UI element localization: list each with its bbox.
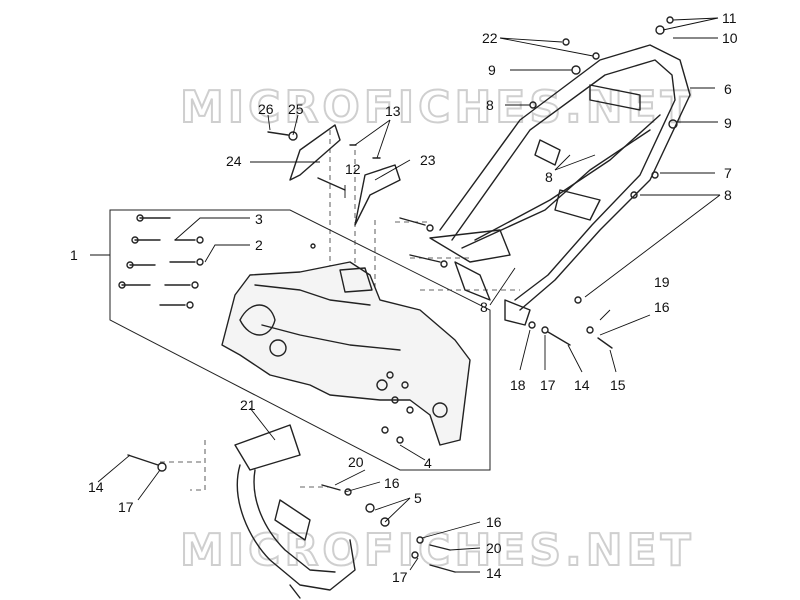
callout-20-bottom: 20 [486,540,502,556]
main-frame [429,44,691,326]
callout-14-bottom: 14 [486,565,502,581]
callout-9-left: 9 [488,62,496,78]
callout-10: 10 [722,30,738,46]
callout-15: 15 [610,377,626,393]
callout-3: 3 [255,211,263,227]
callout-8-lower: 8 [480,299,488,315]
front-frame [221,261,471,446]
callout-20-middle: 20 [348,454,364,470]
watermark-top: MICROFICHES.NET [180,82,695,133]
callout-5: 5 [414,490,422,506]
callout-18: 18 [510,377,526,393]
callout-24: 24 [226,153,242,169]
callout-1: 1 [70,247,78,263]
callout-22: 22 [482,30,498,46]
callout-8-middle: 8 [545,169,553,185]
callout-17-left: 17 [118,499,134,515]
callout-14-right: 14 [574,377,590,393]
callout-17-bottom: 17 [392,569,408,585]
callout-6: 6 [724,81,732,97]
callout-4: 4 [424,455,432,471]
callout-13: 13 [385,103,401,119]
callout-23: 23 [420,152,436,168]
callout-17-right: 17 [540,377,556,393]
callout-19: 19 [654,274,670,290]
callout-9-right: 9 [724,115,732,131]
fasteners [118,16,678,573]
callout-16-right: 16 [654,299,670,315]
callout-21: 21 [240,397,256,413]
leader-lines [90,17,721,573]
sub-frame [234,424,356,599]
callout-7: 7 [724,165,732,181]
callout-8-right: 8 [724,187,732,203]
callout-16-bottom: 16 [486,514,502,530]
callout-14-left: 14 [88,479,104,495]
assembly-1-outline [109,209,491,471]
callout-25: 25 [288,101,304,117]
callout-8-upper: 8 [486,97,494,113]
callout-26: 26 [258,101,274,117]
callout-2: 2 [255,237,263,253]
callout-11: 11 [722,10,737,26]
watermark-bottom: MICROFICHES.NET [180,525,695,576]
callout-12: 12 [345,161,361,177]
callout-16-middle: 16 [384,475,400,491]
callout-labels: 1 2 3 4 5 6 7 8 8 8 8 9 9 10 11 12 13 14… [70,10,738,585]
